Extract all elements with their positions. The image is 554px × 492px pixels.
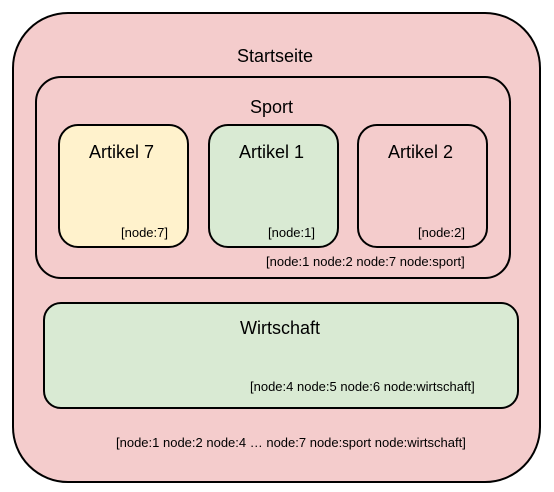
startseite-title: Startseite (237, 46, 314, 66)
artikel-1-box (208, 124, 339, 248)
sport-tags: [node:1 node:2 node:7 node:sport] (266, 254, 465, 269)
wirtschaft-title: Wirtschaft (240, 318, 321, 338)
artikel-1-tag: [node:1] (268, 225, 315, 240)
artikel-2-box (357, 124, 488, 248)
artikel-7-tag: [node:7] (121, 225, 168, 240)
wirtschaft-container (43, 302, 519, 409)
sport-title: Sport (250, 97, 294, 117)
artikel-1-title: Artikel 1 (239, 142, 305, 162)
artikel-7-title: Artikel 7 (89, 142, 155, 162)
artikel-2-tag: [node:2] (418, 225, 465, 240)
wirtschaft-tags: [node:4 node:5 node:6 node:wirtschaft] (250, 379, 475, 394)
artikel-7-box (58, 124, 189, 248)
artikel-2-title: Artikel 2 (388, 142, 454, 162)
startseite-tags: [node:1 node:2 node:4 … node:7 node:spor… (116, 435, 466, 450)
